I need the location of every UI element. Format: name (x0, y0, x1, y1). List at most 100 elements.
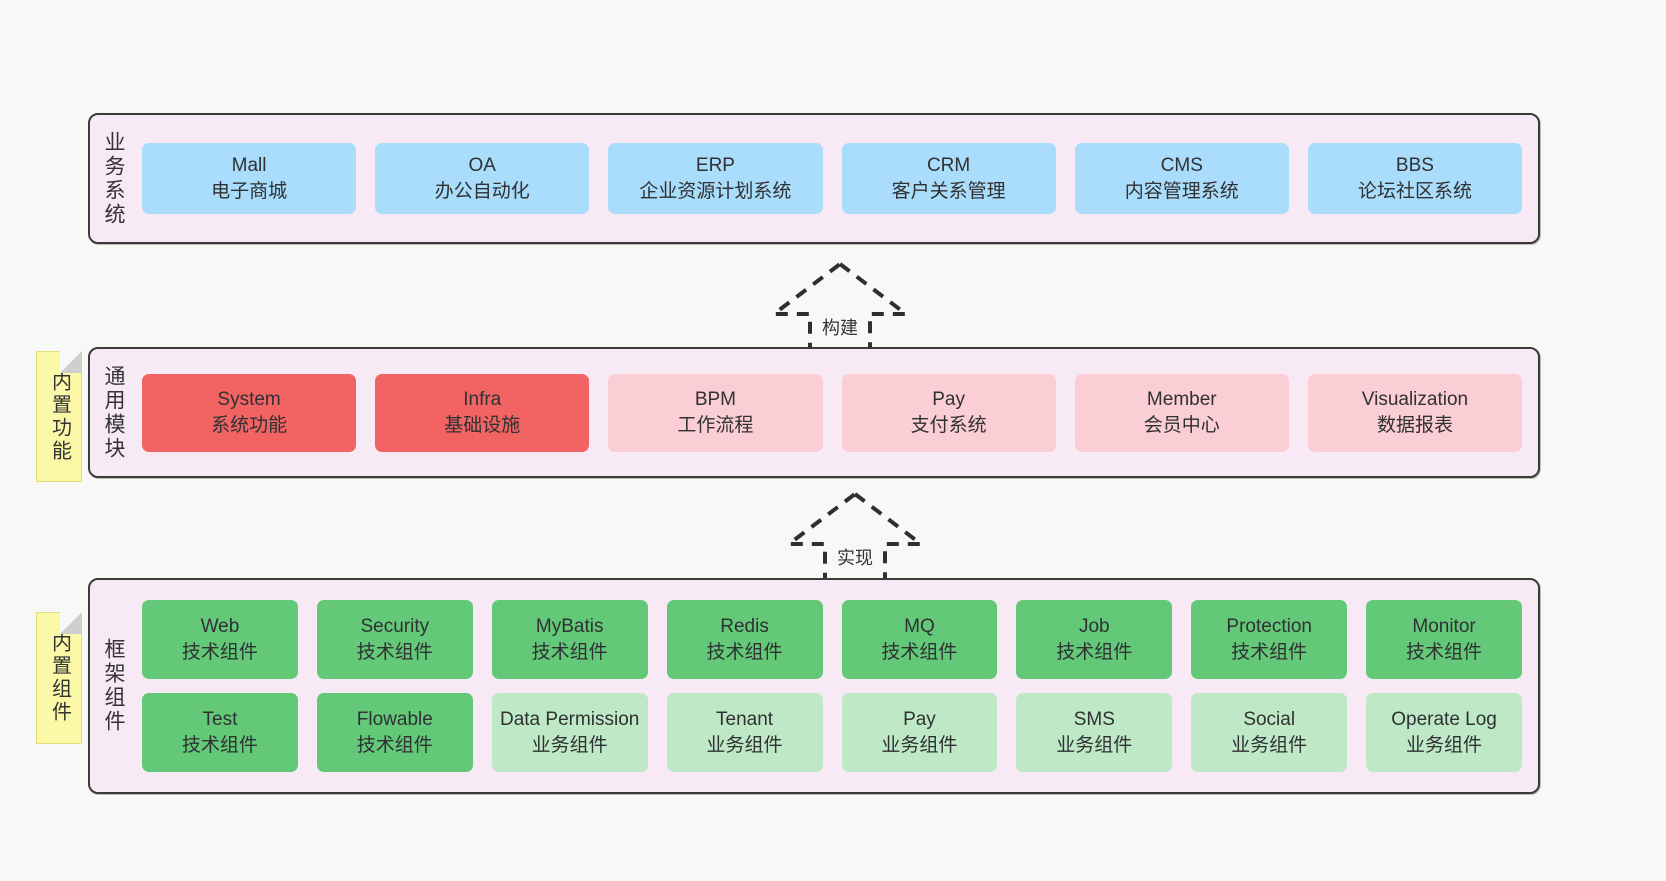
framework-row-tech: Web 技术组件 Security 技术组件 MyBatis 技术组件 Redi… (142, 600, 1522, 679)
card-title-en: Redis (720, 616, 769, 638)
arrow-implement-label: 实现 (837, 548, 873, 568)
card-title-cn: 内容管理系统 (1124, 180, 1239, 202)
card-data-permission[interactable]: Data Permission 业务组件 (491, 693, 648, 772)
card-title-en: Data Permission (499, 709, 640, 731)
card-mybatis[interactable]: MyBatis 技术组件 (491, 600, 648, 679)
layer-business-title: 业务系统 (102, 130, 126, 227)
card-title-en: MyBatis (535, 616, 604, 638)
card-crm[interactable]: CRM 客户关系管理 (841, 143, 1056, 214)
card-cms[interactable]: CMS 内容管理系统 (1074, 143, 1289, 214)
card-title-en: Test (202, 709, 238, 731)
arrow-build-label: 构建 (822, 318, 858, 338)
card-mq[interactable]: MQ 技术组件 (841, 600, 998, 679)
card-title-cn: 技术组件 (356, 734, 433, 756)
card-title-en: Mall (231, 155, 267, 177)
card-title-cn: 基础设施 (444, 414, 521, 436)
note-builtin-components: 内置组件 (36, 612, 82, 744)
card-system[interactable]: System 系统功能 (142, 373, 357, 452)
card-title-en: SMS (1073, 709, 1115, 731)
card-title-en: OA (468, 155, 496, 177)
modules-row: System 系统功能 Infra 基础设施 BPM 工作流程 Pay 支付系统… (142, 373, 1523, 452)
card-title-cn: 电子商城 (211, 180, 288, 202)
card-title-en: Protection (1226, 616, 1312, 638)
card-title-en: BBS (1395, 155, 1434, 177)
card-title-en: Visualization (1361, 389, 1469, 411)
layer-business-systems: 业务系统 Mall 电子商城 OA 办公自动化 ERP 企业资源计划系统 CRM… (88, 113, 1540, 244)
card-operate-log[interactable]: Operate Log 业务组件 (1366, 693, 1522, 772)
card-title-en: Operate Log (1391, 709, 1497, 731)
card-title-cn: 技术组件 (356, 641, 433, 663)
card-title-cn: 技术组件 (531, 641, 608, 663)
card-title-cn: 技术组件 (1056, 641, 1133, 663)
card-erp[interactable]: ERP 企业资源计划系统 (608, 143, 823, 214)
card-title-en: Job (1078, 616, 1110, 638)
card-title-en: CRM (926, 155, 971, 177)
card-job[interactable]: Job 技术组件 (1016, 600, 1173, 679)
card-protection[interactable]: Protection 技术组件 (1191, 600, 1348, 679)
card-title-en: MQ (904, 616, 935, 638)
framework-row-business: Test 技术组件 Flowable 技术组件 Data Permission … (142, 693, 1522, 772)
card-title-en: Monitor (1412, 616, 1476, 638)
card-title-cn: 工作流程 (677, 414, 754, 436)
card-pay-component[interactable]: Pay 业务组件 (841, 693, 998, 772)
layer-modules-body: System 系统功能 Infra 基础设施 BPM 工作流程 Pay 支付系统… (136, 349, 1538, 476)
card-member[interactable]: Member 会员中心 (1074, 373, 1289, 452)
card-test[interactable]: Test 技术组件 (142, 693, 298, 772)
card-security[interactable]: Security 技术组件 (316, 600, 473, 679)
card-title-cn: 系统功能 (211, 414, 288, 436)
card-title-cn: 企业资源计划系统 (639, 180, 792, 202)
card-redis[interactable]: Redis 技术组件 (666, 600, 823, 679)
card-title-cn: 客户关系管理 (891, 180, 1006, 202)
layer-business-body: Mall 电子商城 OA 办公自动化 ERP 企业资源计划系统 CRM 客户关系… (136, 115, 1538, 242)
card-sms[interactable]: SMS 业务组件 (1016, 693, 1173, 772)
card-title-cn: 业务组件 (1406, 734, 1483, 756)
card-title-cn: 业务组件 (1056, 734, 1133, 756)
card-title-cn: 技术组件 (1406, 641, 1483, 663)
layer-common-modules: 通用模块 System 系统功能 Infra 基础设施 BPM 工作流程 Pay… (88, 347, 1540, 478)
card-mall[interactable]: Mall 电子商城 (142, 143, 357, 214)
card-title-cn: 业务组件 (706, 734, 783, 756)
card-title-en: BPM (694, 389, 737, 411)
layer-framework-body: Web 技术组件 Security 技术组件 MyBatis 技术组件 Redi… (136, 580, 1538, 792)
card-visualization[interactable]: Visualization 数据报表 (1307, 373, 1523, 452)
card-bpm[interactable]: BPM 工作流程 (608, 373, 823, 452)
card-title-cn: 业务组件 (531, 734, 608, 756)
card-bbs[interactable]: BBS 论坛社区系统 (1307, 143, 1523, 214)
card-title-en: Member (1146, 389, 1217, 411)
business-row: Mall 电子商城 OA 办公自动化 ERP 企业资源计划系统 CRM 客户关系… (142, 143, 1523, 214)
layer-modules-title: 通用模块 (102, 364, 126, 461)
arrow-build: 构建 (760, 258, 920, 354)
card-social[interactable]: Social 业务组件 (1191, 693, 1348, 772)
card-title-en: System (217, 389, 281, 411)
card-pay-module[interactable]: Pay 支付系统 (841, 373, 1056, 452)
arrow-implement: 实现 (775, 488, 935, 584)
card-web[interactable]: Web 技术组件 (142, 600, 298, 679)
card-title-cn: 办公自动化 (434, 180, 530, 202)
card-title-en: Tenant (716, 709, 774, 731)
card-title-en: Pay (932, 389, 965, 411)
card-title-cn: 业务组件 (1231, 734, 1308, 756)
card-infra[interactable]: Infra 基础设施 (375, 373, 590, 452)
card-title-cn: 技术组件 (706, 641, 783, 663)
card-title-en: Infra (463, 389, 502, 411)
card-title-en: ERP (695, 155, 735, 177)
card-title-cn: 论坛社区系统 (1357, 180, 1472, 202)
card-monitor[interactable]: Monitor 技术组件 (1366, 600, 1522, 679)
note-builtin-functions: 内置功能 (36, 351, 82, 482)
layer-framework-components: 框架组件 Web 技术组件 Security 技术组件 MyBatis 技术组件… (88, 578, 1540, 794)
card-title-en: Pay (903, 709, 936, 731)
card-title-en: Flowable (356, 709, 433, 731)
card-tenant[interactable]: Tenant 业务组件 (666, 693, 823, 772)
card-title-cn: 技术组件 (181, 734, 258, 756)
card-title-cn: 技术组件 (181, 641, 258, 663)
card-title-en: CMS (1160, 155, 1203, 177)
layer-framework-title: 框架组件 (102, 638, 126, 734)
card-title-en: Web (200, 616, 240, 638)
card-title-en: Security (360, 616, 430, 638)
card-title-cn: 会员中心 (1143, 414, 1220, 436)
card-title-cn: 技术组件 (1231, 641, 1308, 663)
card-title-en: Social (1243, 709, 1296, 731)
card-flowable[interactable]: Flowable 技术组件 (316, 693, 473, 772)
card-title-cn: 数据报表 (1376, 414, 1453, 436)
card-oa[interactable]: OA 办公自动化 (375, 143, 590, 214)
